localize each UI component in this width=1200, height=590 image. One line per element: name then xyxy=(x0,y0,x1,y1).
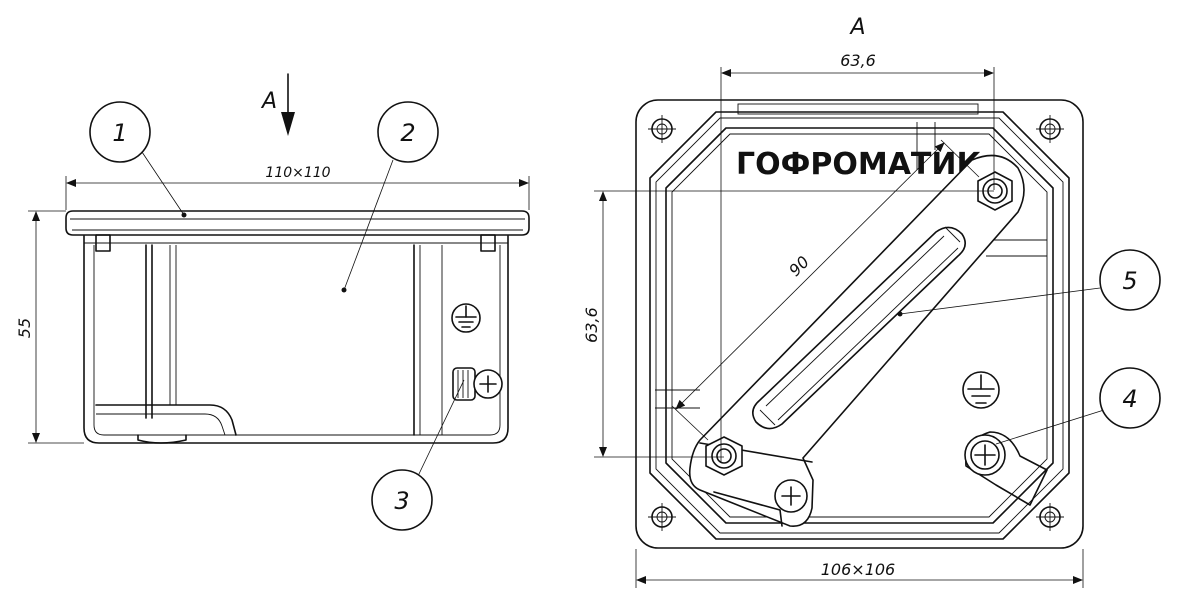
hex-nut-icon xyxy=(705,436,743,476)
top-view-mark: A xyxy=(848,15,865,40)
dim-diagonal-label: 90 xyxy=(785,252,813,280)
dim-base-label: 106×106 xyxy=(821,560,895,579)
mounting-hole-icon xyxy=(1036,115,1064,143)
dim-side-height: 55 xyxy=(15,210,84,444)
ground-screw-side xyxy=(452,367,503,401)
callout-2-label: 2 xyxy=(400,119,415,147)
callout-1-label: 1 xyxy=(112,119,127,147)
screw-head-icon xyxy=(774,479,808,513)
mounting-hole-icon xyxy=(1036,503,1064,531)
callout-3-label: 3 xyxy=(394,487,409,515)
ground-symbol-icon xyxy=(451,303,481,333)
mounting-hole-icon xyxy=(648,115,676,143)
callout-5-label: 5 xyxy=(1122,267,1137,295)
callout-4: 4 xyxy=(995,367,1161,445)
dim-side-width-label: 110×110 xyxy=(265,165,330,181)
callout-3: 3 xyxy=(371,379,465,531)
side-view: A 110×110 55 1 2 xyxy=(15,73,530,531)
dim-top-width-label: 63,6 xyxy=(840,51,876,70)
ground-symbol-icon xyxy=(962,371,1000,409)
dim-base: 106×106 xyxy=(635,549,1084,588)
callout-1: 1 xyxy=(89,101,187,218)
flange-outline xyxy=(635,99,1084,549)
lid xyxy=(65,210,530,236)
dim-side-width: 110×110 xyxy=(65,165,530,210)
brand-label: ГОФРОМАТИК xyxy=(736,147,982,182)
ground-screw-top xyxy=(964,431,1048,506)
hex-nut-icon xyxy=(977,171,1013,211)
callout-4-label: 4 xyxy=(1122,385,1137,413)
mounting-hole-icon xyxy=(648,503,676,531)
box-body xyxy=(83,235,509,444)
callout-5: 5 xyxy=(897,249,1161,317)
dim-top-height-label: 63,6 xyxy=(582,307,601,343)
view-arrow-icon xyxy=(281,73,295,136)
top-view: ГОФРОМАТИК xyxy=(582,15,1161,588)
dim-side-height-label: 55 xyxy=(15,318,34,338)
side-view-mark: A xyxy=(260,89,277,114)
callout-2: 2 xyxy=(341,101,439,293)
